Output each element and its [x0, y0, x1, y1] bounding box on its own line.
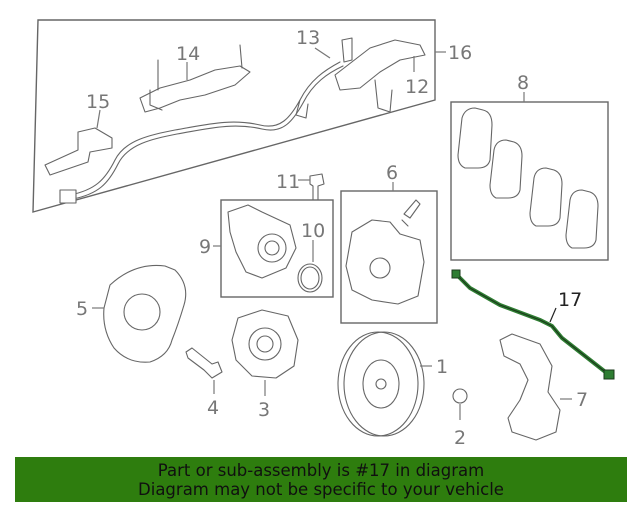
brake-pad-3 — [529, 167, 563, 227]
bleeder-screw — [401, 199, 421, 227]
hose-fitting-top — [451, 269, 461, 279]
group-box-9 — [220, 199, 334, 298]
caliper-bracket — [499, 333, 561, 441]
harness-clip-13 — [341, 37, 353, 63]
bracket-14-tabs — [149, 44, 243, 111]
callout-6: 6 — [386, 162, 398, 184]
o-ring-10-inner — [300, 266, 320, 290]
group-box-8 — [450, 101, 609, 261]
brake-caliper — [345, 219, 425, 305]
harness-bracket-15 — [44, 127, 113, 176]
callout-11: 11 — [276, 171, 300, 193]
rotor-center — [375, 378, 387, 390]
hub-bore-inner — [256, 335, 274, 353]
harness-cable — [69, 61, 341, 196]
brake-hose-core — [455, 273, 609, 375]
brake-pad-1 — [457, 107, 493, 169]
group-box-6 — [340, 190, 438, 324]
shield-hub-opening — [123, 293, 161, 331]
rotor-hat — [362, 359, 400, 409]
brake-rotor-1: 1 — [337, 331, 448, 437]
callout-15: 15 — [86, 91, 110, 113]
caliper-piston — [369, 257, 391, 279]
bolt — [185, 347, 223, 379]
wear-sensor — [309, 173, 325, 201]
group-box-16 — [32, 19, 436, 213]
leader-13 — [314, 47, 331, 59]
brake-pad-4 — [565, 189, 599, 249]
hub-bore-outer — [248, 327, 282, 361]
brake-pads-group: 8 — [450, 72, 609, 261]
brake-hose-17: 17 — [451, 269, 615, 380]
banner-line-2: Diagram may not be specific to your vehi… — [138, 480, 504, 499]
callout-2: 2 — [454, 427, 466, 449]
leader-15 — [96, 109, 101, 129]
screw-2: 2 — [452, 388, 468, 449]
info-banner: Part or sub-assembly is #17 in diagram D… — [15, 457, 627, 502]
o-ring-10 — [297, 263, 323, 293]
brake-pad-2 — [489, 139, 523, 199]
actuator-group: 9 10 — [199, 199, 334, 298]
callout-12: 12 — [405, 76, 429, 98]
callout-9: 9 — [199, 236, 211, 258]
harness-bracket-14 — [139, 65, 251, 113]
callout-10: 10 — [301, 220, 325, 242]
caliper-group: 6 — [340, 162, 438, 324]
callout-8: 8 — [517, 72, 529, 94]
splash-shield — [103, 264, 187, 363]
actuator-port-inner — [264, 240, 280, 256]
harness-connector — [59, 189, 77, 204]
bolt-4: 4 — [185, 347, 223, 419]
harness-bracket-12 — [334, 39, 426, 91]
callout-13: 13 — [296, 27, 320, 49]
callout-5: 5 — [76, 298, 88, 320]
caliper-bracket-7: 7 — [499, 333, 588, 441]
callout-1: 1 — [436, 356, 448, 378]
rotor-disc-back — [343, 331, 425, 437]
hub-bearing — [231, 309, 299, 379]
screw — [452, 388, 468, 404]
harness-connector-mid — [295, 99, 309, 119]
hub-bearing-3: 3 — [231, 309, 299, 421]
callout-16: 16 — [448, 42, 472, 64]
wiring-harness-group: 15 14 13 12 16 — [32, 19, 472, 213]
harness-cable-outline — [72, 65, 344, 200]
hose-fitting-bottom — [603, 369, 615, 380]
actuator-port — [257, 233, 287, 263]
leader-17 — [549, 307, 557, 323]
callout-4: 4 — [207, 397, 219, 419]
callout-7: 7 — [576, 389, 588, 411]
callout-3: 3 — [258, 399, 270, 421]
banner-line-1: Part or sub-assembly is #17 in diagram — [157, 461, 485, 480]
bracket-12-clip — [374, 79, 393, 113]
callout-14: 14 — [176, 43, 200, 65]
rotor-disc — [337, 331, 419, 437]
splash-shield-5: 5 — [76, 264, 187, 363]
wear-sensor-11: 11 — [276, 171, 325, 201]
callout-17: 17 — [558, 289, 582, 311]
